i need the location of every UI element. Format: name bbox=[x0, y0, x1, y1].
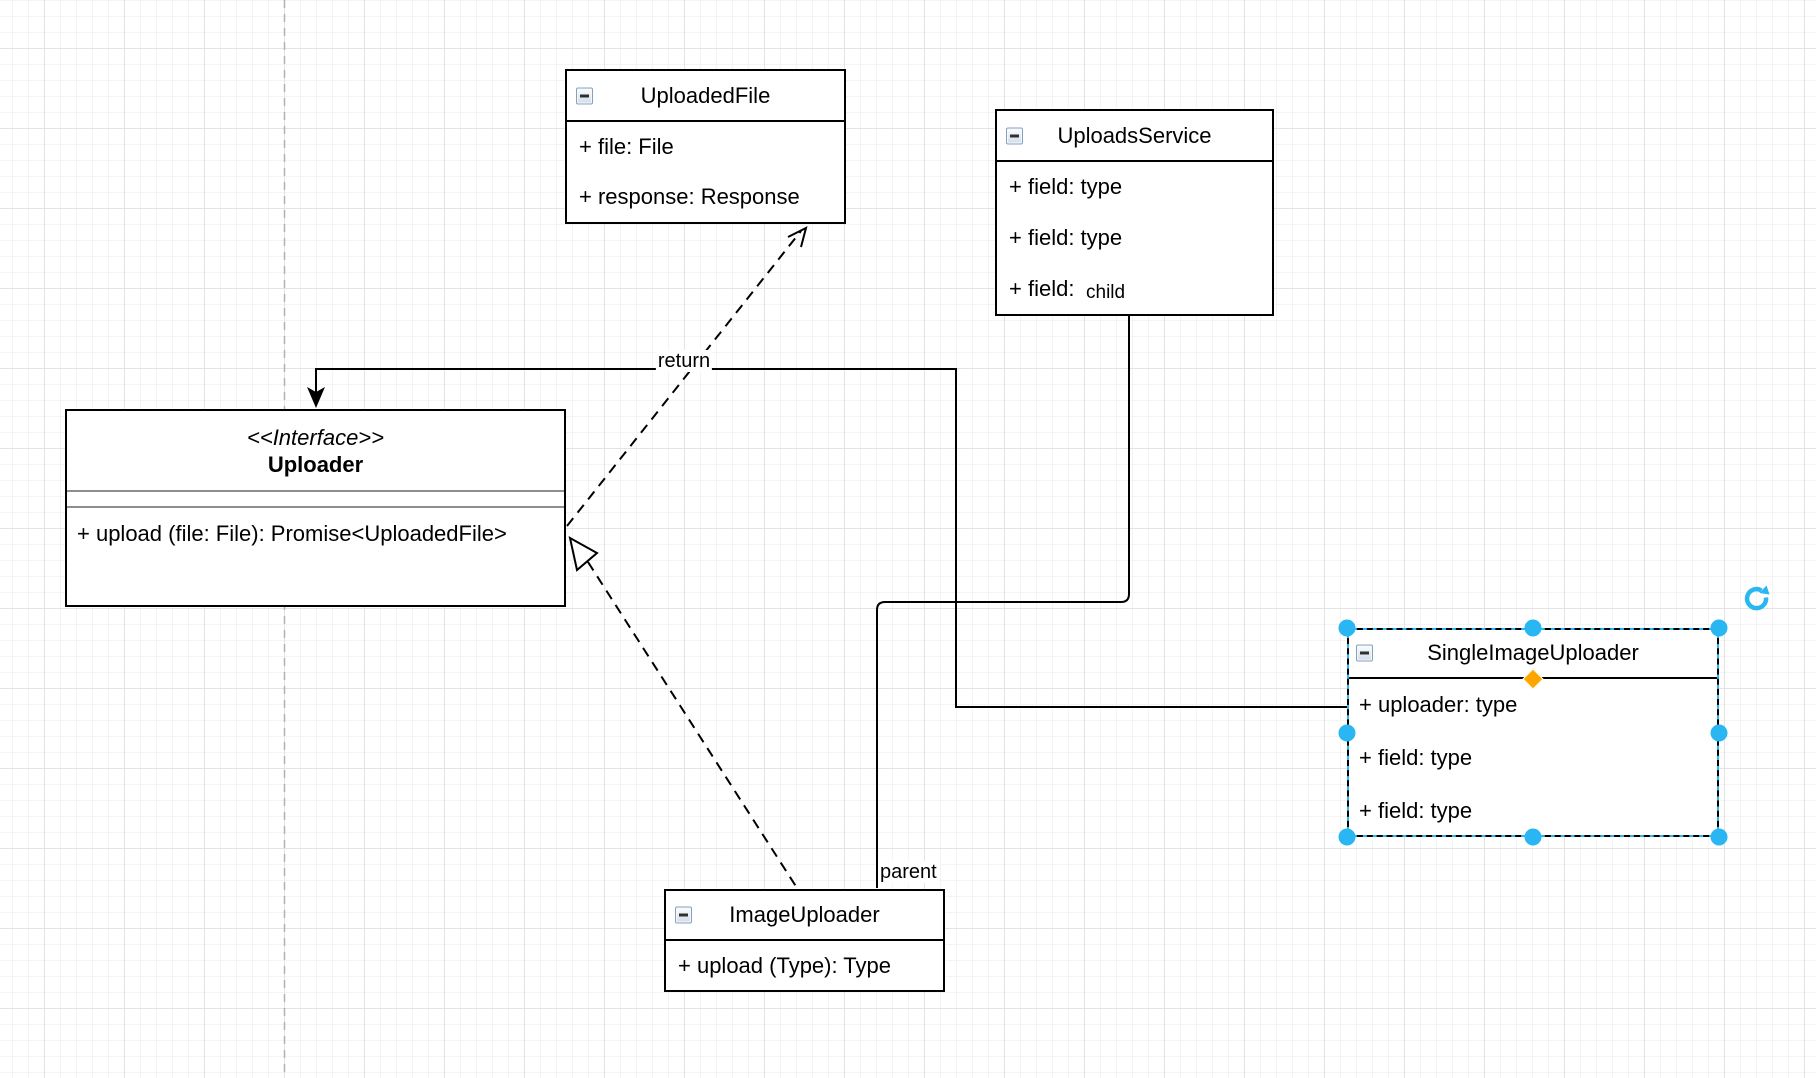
attribute-text: + file: File bbox=[579, 134, 674, 159]
method-row[interactable]: + upload (file: File): Promise<UploadedF… bbox=[67, 508, 564, 605]
class-name: UploadsService bbox=[1057, 122, 1212, 148]
selection-handle-se[interactable] bbox=[1710, 828, 1728, 846]
selection-handle-sw[interactable] bbox=[1338, 828, 1356, 846]
rotate-handle-icon[interactable] bbox=[1741, 584, 1771, 614]
attribute-text: + field: type bbox=[1009, 225, 1123, 250]
edge-dependency[interactable] bbox=[566, 230, 802, 527]
edge-realization-triangle bbox=[568, 536, 599, 572]
class-name: UploadedFile bbox=[640, 82, 771, 108]
edge-label-parent[interactable]: parent bbox=[878, 861, 939, 883]
edge-label-return[interactable]: return bbox=[655, 350, 713, 372]
class-title-bar[interactable]: <<Interface>> Uploader bbox=[67, 411, 564, 490]
selection-handle-ne[interactable] bbox=[1710, 619, 1728, 637]
attribute-text: + field: type bbox=[1359, 745, 1473, 770]
attribute-row[interactable]: + field: type bbox=[1347, 732, 1719, 785]
edge-label-child[interactable]: child bbox=[1084, 282, 1128, 304]
class-name: ImageUploader bbox=[729, 902, 880, 927]
edge-child-parent[interactable] bbox=[876, 316, 1130, 888]
attribute-text: + field: type bbox=[1009, 174, 1123, 200]
attribute-row[interactable]: + field: type bbox=[997, 162, 1272, 213]
method-row[interactable]: + upload (Type): Type bbox=[666, 941, 943, 990]
minus-icon bbox=[679, 913, 688, 917]
class-singleimageuploader[interactable]: SingleImageUploader + uploader: type + f… bbox=[1338, 619, 1728, 846]
empty-fields-compartment[interactable] bbox=[67, 490, 564, 508]
attribute-row[interactable]: + response: Response bbox=[567, 172, 844, 222]
selection-handle-e[interactable] bbox=[1710, 724, 1728, 741]
stereotype-label: <<Interface>> bbox=[247, 424, 384, 450]
class-uploadsservice[interactable]: UploadsService + field: type + field: ty… bbox=[995, 109, 1274, 316]
minus-icon bbox=[1360, 651, 1369, 654]
attribute-text: + field: type bbox=[1359, 797, 1473, 823]
selection-handle-n[interactable] bbox=[1524, 619, 1542, 637]
attribute-row[interactable]: + field: type bbox=[997, 213, 1272, 264]
collapse-icon[interactable] bbox=[1356, 644, 1373, 661]
selection-handle-s[interactable] bbox=[1524, 828, 1542, 846]
class-title-bar[interactable]: UploadedFile bbox=[567, 71, 844, 122]
attribute-row[interactable]: + field: bbox=[997, 263, 1272, 314]
edge-return-arrowhead bbox=[307, 387, 325, 408]
attribute-row[interactable]: + file: File bbox=[567, 122, 844, 172]
attribute-row[interactable]: + uploader: type bbox=[1347, 679, 1719, 732]
selection-handle-nw[interactable] bbox=[1338, 619, 1356, 637]
attribute-text: + field: bbox=[1009, 275, 1075, 301]
minus-icon bbox=[580, 94, 589, 97]
class-title-bar[interactable]: UploadsService bbox=[997, 111, 1272, 162]
class-name: SingleImageUploader bbox=[1427, 639, 1639, 665]
class-imageuploader[interactable]: ImageUploader + upload (Type): Type bbox=[664, 889, 945, 992]
method-text: + upload (file: File): Promise<UploadedF… bbox=[77, 521, 507, 546]
method-text: + upload (Type): Type bbox=[678, 952, 892, 978]
minus-icon bbox=[1010, 134, 1019, 137]
class-name: Uploader bbox=[267, 451, 364, 477]
class-uploader-interface[interactable]: <<Interface>> Uploader + upload (file: F… bbox=[65, 409, 566, 607]
class-title-bar[interactable]: ImageUploader bbox=[666, 891, 943, 941]
attribute-text: + response: Response bbox=[579, 184, 800, 209]
attribute-row[interactable]: + field: type bbox=[1347, 784, 1719, 837]
edge-return[interactable] bbox=[315, 368, 1347, 708]
attribute-text: + uploader: type bbox=[1359, 692, 1518, 718]
edge-realization[interactable] bbox=[587, 561, 798, 889]
class-uploadedfile[interactable]: UploadedFile + file: File + response: Re… bbox=[565, 69, 846, 224]
selection-handle-w[interactable] bbox=[1338, 724, 1356, 741]
collapse-icon[interactable] bbox=[576, 87, 593, 104]
edge-dependency-open-arrow bbox=[787, 226, 808, 248]
collapse-icon[interactable] bbox=[1006, 127, 1023, 144]
collapse-icon[interactable] bbox=[675, 906, 692, 924]
